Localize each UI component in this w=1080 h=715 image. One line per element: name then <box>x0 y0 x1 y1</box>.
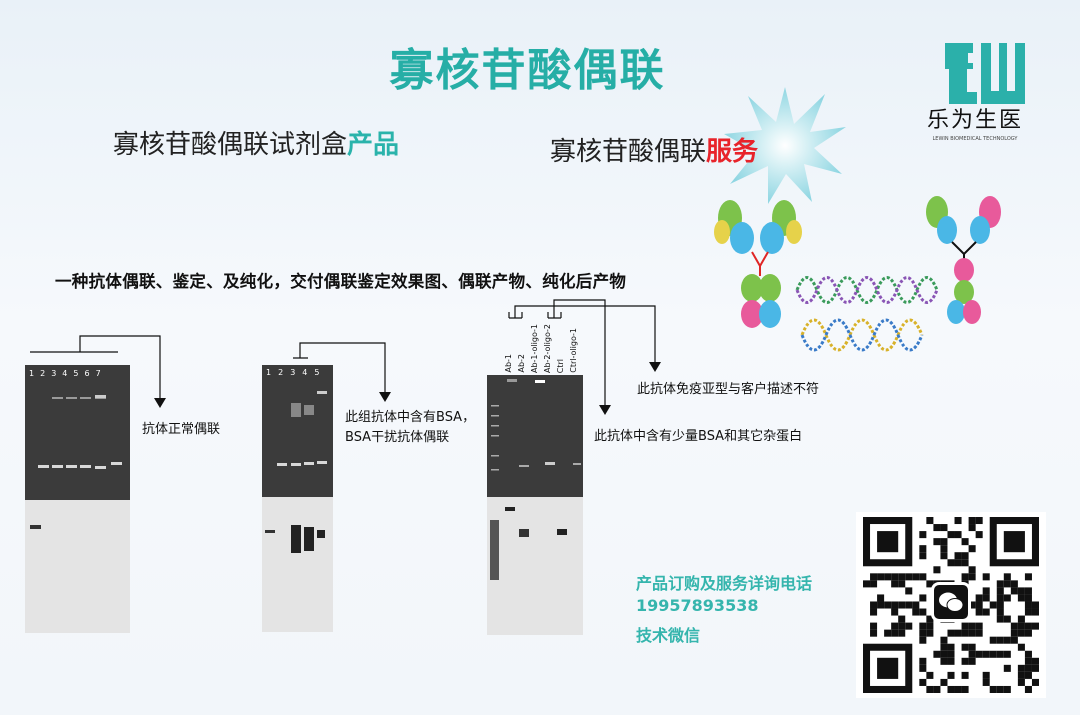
lane-label: 6 <box>84 369 90 378</box>
lane-label: Ab-1 <box>504 354 513 373</box>
gel-2-note: 此组抗体中含有BSA， BSA干扰抗体偶联 <box>345 408 475 448</box>
lane-label: 1 <box>266 368 272 377</box>
logo-english: LEWIN BIOMEDICAL TECHNOLOGY <box>932 136 1018 142</box>
lane-label: 2 <box>40 369 46 378</box>
contact-phone[interactable]: 19957893538 <box>636 596 759 615</box>
dna-strands <box>795 276 939 352</box>
lane-label: 3 <box>51 369 57 378</box>
lane-label: 4 <box>62 369 68 378</box>
gel-1-bands <box>25 365 130 633</box>
lane-label: 5 <box>314 368 320 377</box>
lane-label: 4 <box>302 368 308 377</box>
logo-name: 乐为生医 <box>926 108 1023 133</box>
lane-label: Ab-2 <box>517 354 526 373</box>
product-prefix: 寡核苷酸偶联试剂盒 <box>113 130 348 160</box>
lane-label: 5 <box>73 369 79 378</box>
headline: 一种抗体偶联、鉴定、及纯化，交付偶联鉴定效果图、偶联产物、纯化后产物 <box>55 272 627 291</box>
gel-image-3 <box>487 375 583 635</box>
gel-2-note-line1: 此组抗体中含有BSA， <box>345 410 476 425</box>
gel-1-note: 抗体正常偶联 <box>142 422 221 437</box>
gel-2-bands <box>262 365 333 632</box>
service-prefix: 寡核苷酸偶联 <box>550 137 707 167</box>
product-highlight: 产品 <box>347 130 400 160</box>
service-heading: 寡核苷酸偶联服务 <box>550 131 758 168</box>
wechat-label: 技术微信 <box>636 626 701 645</box>
gel-3-lane-labels: Ab-1 Ab-2 Ab-1-oligo-1 Ab-2-oligo-2 Ctrl… <box>504 313 584 373</box>
antibody-left-icon <box>714 200 802 328</box>
gel-3-note-bsa: 此抗体中含有少量BSA和其它杂蛋白 <box>594 429 803 444</box>
lane-label: Ab-1-oligo-1 <box>530 324 539 373</box>
gel-2-note-line2: BSA干扰抗体偶联 <box>345 430 450 445</box>
lane-label: 7 <box>95 369 101 378</box>
company-logo: 乐为生医 LEWIN BIOMEDICAL TECHNOLOGY <box>915 40 1035 145</box>
starburst-icon <box>724 87 846 204</box>
lane-label: 3 <box>290 368 296 377</box>
lane-label: Ctrl <box>556 358 565 373</box>
lane-label: Ab-2-oligo-2 <box>543 324 552 373</box>
antibody-right-icon <box>926 196 1001 324</box>
wechat-icon <box>931 582 971 622</box>
service-highlight: 服务 <box>706 137 759 167</box>
page-title: 寡核苷酸偶联 <box>389 45 666 96</box>
antibody-oligo-illustration <box>714 196 1001 352</box>
lane-label: Ctrl-oligo-1 <box>569 328 578 373</box>
contact-label: 产品订购及服务详询电话 <box>636 574 813 593</box>
lane-label: 2 <box>278 368 284 377</box>
logo-mark-icon <box>945 43 1025 104</box>
gel-3-note-subtype: 此抗体免疫亚型与客户描述不符 <box>637 382 820 397</box>
lane-label: 1 <box>29 369 35 378</box>
gel-3-bands <box>487 375 583 635</box>
product-heading: 寡核苷酸偶联试剂盒产品 <box>113 124 399 161</box>
wechat-qr-code[interactable] <box>856 512 1046 698</box>
